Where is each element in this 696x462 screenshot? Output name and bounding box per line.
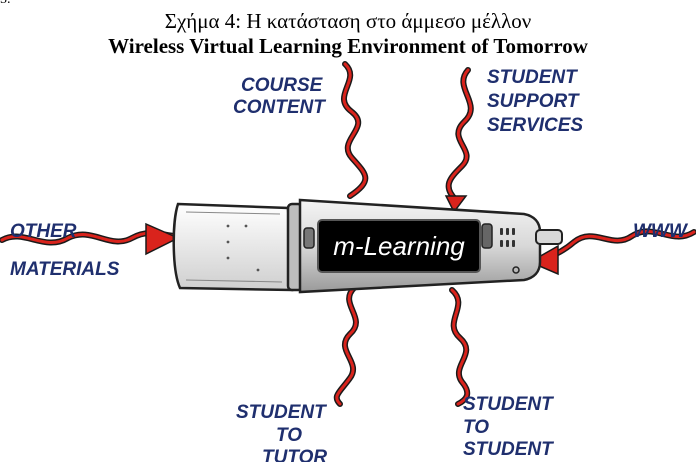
label-student-tutor-line2: TO — [276, 425, 302, 446]
label-student-student-line3: STUDENT — [463, 439, 554, 460]
label-other-materials-line1: OTHER — [10, 221, 77, 242]
label-course-content: COURSE CONTENT — [233, 75, 326, 118]
device-antenna — [535, 229, 563, 245]
label-student-tutor-line3: TUTOR — [262, 447, 327, 462]
device-flip-cover — [172, 202, 294, 292]
label-student-student-line2: TO — [463, 417, 489, 438]
arrowhead-www — [528, 244, 559, 276]
label-student-tutor: STUDENT TO TUTOR — [236, 402, 327, 462]
label-www-text: WWW — [633, 221, 689, 242]
label-other-materials: OTHER MATERIALS — [10, 221, 120, 280]
label-student-student: STUDENT TO STUDENT — [463, 394, 554, 460]
wave-course-content — [341, 61, 369, 199]
label-course-content-line1: COURSE — [241, 75, 324, 96]
label-student-support-line3: SERVICES — [487, 115, 583, 136]
label-student-support-line1: STUDENT — [487, 67, 578, 88]
wave-other-materials — [0, 222, 180, 256]
figure-caption: Σχήμα 4: Η κατάσταση στο άμμεσο μέλλον — [164, 9, 532, 33]
wave-student-tutor — [333, 285, 359, 407]
wave-student-support — [444, 67, 474, 214]
diagram-title: Wireless Virtual Learning Environment of… — [108, 34, 588, 58]
label-student-tutor-line1: STUDENT — [236, 402, 327, 423]
speaker-grille — [500, 228, 515, 247]
label-www: WWW — [633, 221, 689, 242]
label-course-content-line2: CONTENT — [233, 97, 326, 118]
screen-label: m-Learning — [333, 231, 465, 261]
arrowhead-support — [444, 195, 468, 214]
arrowhead-materials — [145, 222, 180, 256]
label-student-support: STUDENT SUPPORT SERVICES — [487, 67, 583, 136]
wave-www — [528, 228, 696, 276]
device-screen — [317, 219, 481, 273]
mobile-device: m-Learning — [172, 198, 563, 294]
label-student-student-line1: STUDENT — [463, 394, 554, 415]
stray-mark: 5. — [0, 0, 11, 8]
wave-student-student — [449, 287, 471, 407]
label-other-materials-line2: MATERIALS — [10, 259, 120, 280]
label-student-support-line2: SUPPORT — [487, 91, 580, 112]
